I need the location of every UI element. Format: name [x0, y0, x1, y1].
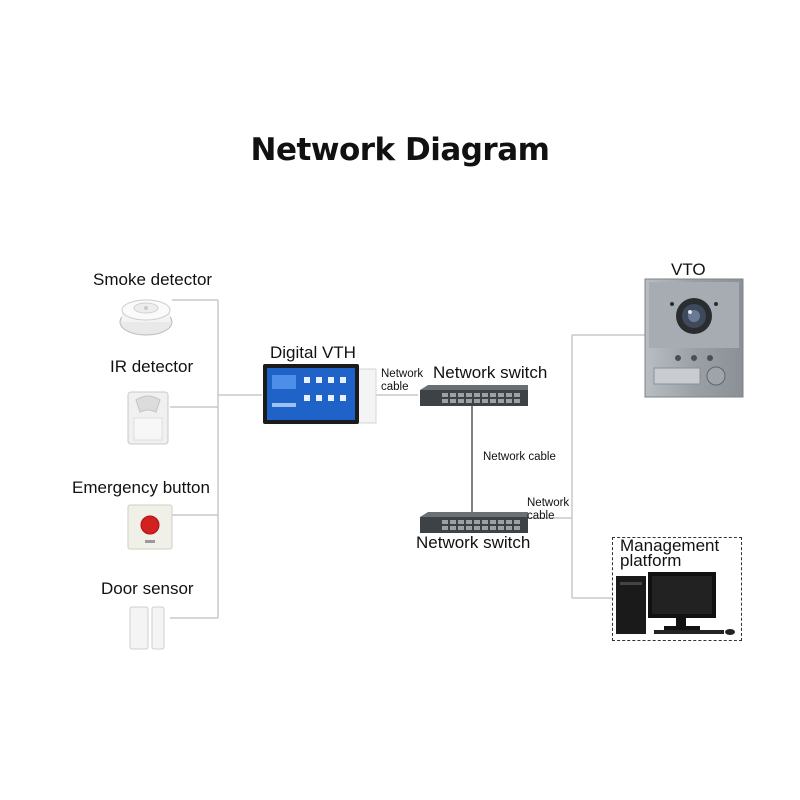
- network-switch-bottom-label: Network switch: [416, 533, 531, 552]
- switch-right-cable-label-line1: Network: [527, 497, 570, 509]
- vth-switch-cable-label-line2: cable: [381, 381, 409, 393]
- management-platform-label-line1: Management: [620, 536, 720, 555]
- digital-vth-icon: [263, 364, 377, 424]
- network-switch-bottom-icon: [420, 512, 528, 533]
- management-platform-label: Management platform: [620, 536, 720, 570]
- switch-right-cable-label: Network cable: [527, 497, 569, 523]
- switch-switch-cable-label: Network cable: [483, 451, 556, 463]
- ir-detector-label: IR detector: [110, 357, 194, 376]
- door-sensor-icon: [129, 606, 165, 650]
- vto-label: VTO: [671, 260, 706, 279]
- management-platform-label-line2: platform: [620, 551, 682, 570]
- emergency-button-icon: [127, 504, 173, 550]
- emergency-button-label: Emergency button: [72, 478, 210, 497]
- network-switch-top-label: Network switch: [433, 363, 548, 382]
- network-switch-top-icon: [420, 385, 528, 406]
- ir-detector-icon: [127, 391, 169, 445]
- management-platform-box: [612, 537, 742, 641]
- page-title: Network Diagram: [250, 132, 550, 168]
- door-sensor-label: Door sensor: [101, 579, 194, 598]
- computer-icon: [616, 572, 735, 635]
- smoke-detector-label: Smoke detector: [93, 270, 213, 289]
- digital-vth-label: Digital VTH: [270, 343, 356, 362]
- switch-right-cable-label-line2: cable: [527, 510, 555, 522]
- smoke-detector-icon: [119, 299, 173, 336]
- vth-switch-cable-label-line1: Network: [381, 368, 424, 380]
- vto-icon: [644, 278, 744, 398]
- vth-switch-cable-label: Network cable: [381, 368, 423, 394]
